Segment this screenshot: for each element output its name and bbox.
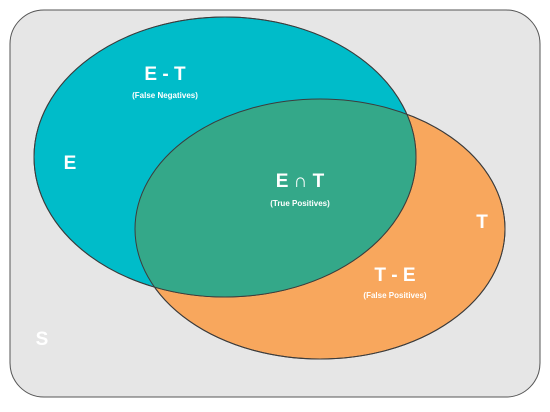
- region-e-minus-t-sublabel: (False Negatives): [132, 91, 198, 100]
- region-e-minus-t-label: E - T: [144, 64, 186, 85]
- set-e-label: E: [63, 153, 77, 174]
- region-t-minus-e-sublabel: (False Positives): [363, 291, 427, 300]
- region-t-minus-e-label: T - E: [374, 265, 416, 286]
- set-t-label: T: [476, 212, 488, 233]
- set-t-outline: [134, 98, 506, 360]
- region-intersection-sublabel: (True Positives): [270, 199, 330, 208]
- set-e-outline: [33, 16, 417, 298]
- region-intersection-label: E ∩ T: [275, 171, 325, 192]
- universe-label: S: [35, 329, 49, 350]
